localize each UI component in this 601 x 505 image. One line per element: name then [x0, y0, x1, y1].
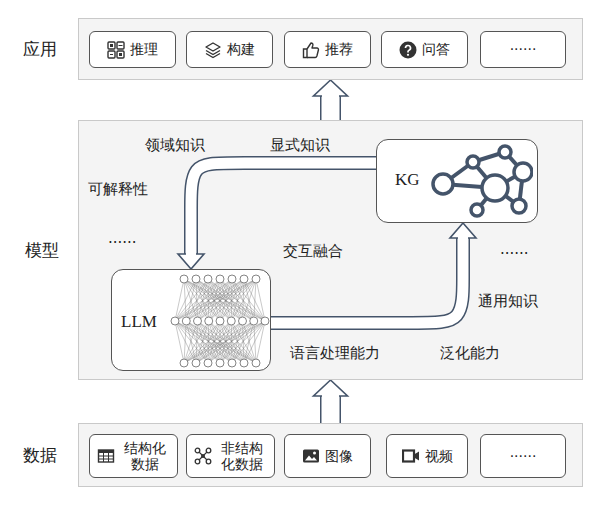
model-box: KG	[376, 139, 538, 223]
item-box: ······	[480, 31, 566, 68]
annotation-label: 可解释性	[88, 180, 148, 199]
knowledge-graph-icon	[429, 142, 533, 222]
band-fill	[78, 423, 583, 487]
annotation-label: 交互融合	[283, 242, 343, 261]
item-box: ······	[480, 434, 566, 478]
node-label: 视频	[425, 448, 453, 464]
layer-heading: 应用	[23, 38, 57, 61]
node-label: 推荐	[325, 41, 353, 57]
annotation-label: 语言处理能力	[290, 344, 380, 363]
layer-band: 数据结构化 数据非结构 化数据图像视频······	[78, 423, 583, 487]
annotation-label: ······	[500, 245, 529, 263]
annotation-label: 通用知识	[478, 292, 538, 311]
node-label: 图像	[325, 448, 353, 464]
node-label: 非结构 化数据	[217, 440, 267, 472]
annotation-label: ······	[108, 234, 137, 252]
node-label: 构建	[227, 41, 255, 57]
node-label: ······	[510, 448, 537, 464]
item-icon	[302, 447, 320, 465]
item-icon	[402, 447, 420, 465]
layer-band: 应用推理构建推荐问答······	[78, 18, 583, 80]
item-box: 非结构 化数据	[186, 434, 275, 478]
node-label: ······	[510, 41, 537, 57]
band-fill	[78, 18, 583, 80]
annotation-label: 显式知识	[270, 136, 330, 155]
model-box: LLM	[111, 269, 271, 371]
item-icon	[204, 41, 222, 59]
item-box: 问答	[381, 31, 468, 68]
item-box: 推荐	[284, 31, 371, 68]
annotation-label: 泛化能力	[440, 344, 500, 363]
node-label: 结构化 数据	[120, 440, 170, 472]
item-box: 图像	[284, 434, 371, 478]
item-box: 推理	[89, 31, 176, 68]
item-icon	[194, 447, 212, 465]
node-label: LLM	[121, 312, 157, 332]
item-box: 视频	[386, 434, 468, 478]
annotation-label: 领域知识	[145, 136, 205, 155]
layer-heading: 数据	[23, 444, 57, 467]
node-label: 问答	[422, 41, 450, 57]
item-icon	[399, 41, 417, 59]
band-fill	[78, 120, 583, 380]
hollow-arrow	[178, 163, 376, 269]
item-icon	[302, 41, 320, 59]
layer-heading: 模型	[25, 239, 59, 262]
hollow-arrow	[314, 80, 348, 120]
node-label: 推理	[130, 41, 158, 57]
hollow-arrow	[271, 223, 476, 323]
node-label: KG	[395, 170, 420, 190]
hollow-arrow	[314, 380, 348, 423]
neural-network-figure	[170, 273, 270, 369]
item-icon	[97, 447, 115, 465]
item-box: 结构化 数据	[89, 434, 178, 478]
item-box: 构建	[186, 31, 273, 68]
item-icon	[107, 41, 125, 59]
